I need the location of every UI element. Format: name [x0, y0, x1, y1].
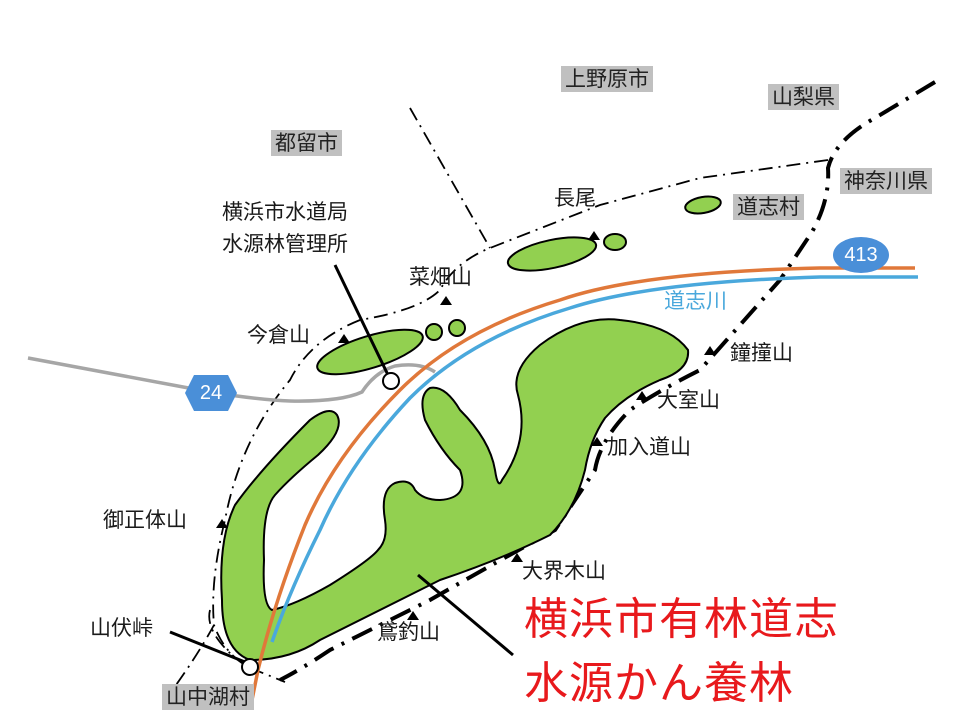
prefecture-boundary	[279, 80, 937, 682]
facility-leader-line	[333, 264, 390, 376]
label-pass-yamabushi: 山伏峠	[90, 616, 153, 640]
label-peak-tobitsuri: 鳶釣山	[377, 620, 440, 644]
peak-icon-kanyudo	[591, 437, 603, 446]
doshi-river	[270, 275, 918, 643]
map-title-line1: 横浜市有林道志	[524, 594, 839, 645]
route-24-road	[27, 356, 436, 403]
peak-icon-nabatake	[440, 296, 452, 305]
facility-marker	[382, 372, 400, 390]
title-leader-line	[417, 573, 514, 657]
route-413-badge: 413	[844, 244, 878, 266]
peak-icon-imakura	[338, 334, 350, 343]
peak-icon-tobitsuri	[407, 611, 419, 620]
peak-markers	[216, 231, 716, 620]
peak-icon-okaiki	[511, 553, 523, 562]
label-doshi-river: 道志川	[664, 289, 727, 313]
forest-patches	[316, 195, 722, 376]
label-uenohara: 上野原市	[561, 66, 653, 93]
route-24-badge: 24	[199, 382, 223, 404]
label-peak-mishotai: 御正体山	[103, 508, 187, 532]
peak-icon-nagao	[588, 231, 600, 240]
label-peak-okaiki: 大界木山	[522, 559, 606, 583]
forest-main	[220, 318, 690, 662]
map-title-line2: 水源かん養林	[524, 658, 794, 709]
label-facility-line1: 横浜市水道局	[222, 200, 348, 224]
label-yamanakako: 山中湖村	[162, 684, 254, 711]
peak-icon-kanetsuki	[704, 346, 716, 355]
route-413-road	[250, 266, 915, 701]
label-peak-nabatake: 菜畑山	[409, 265, 472, 289]
route-413-badge-shape	[833, 237, 889, 273]
label-tsuru: 都留市	[271, 130, 342, 157]
label-peak-nagao: 長尾	[554, 186, 596, 210]
label-peak-imakura: 今倉山	[247, 323, 310, 347]
label-peak-omuro: 大室山	[657, 388, 720, 412]
label-yamanashi: 山梨県	[768, 84, 839, 111]
pass-marker	[241, 658, 259, 676]
pass-leader-line	[169, 630, 246, 664]
label-facility-line2: 水源林管理所	[222, 232, 348, 256]
label-kanagawa: 神奈川県	[840, 168, 932, 195]
label-doshi-village: 道志村	[733, 194, 804, 221]
label-peak-kanetsuki: 鐘撞山	[730, 341, 793, 365]
peak-icon-omuro	[636, 391, 648, 400]
peak-icon-mishotai	[216, 519, 228, 528]
route-24-badge-shape	[185, 375, 237, 411]
label-peak-kanyudo: 加入道山	[607, 435, 691, 459]
